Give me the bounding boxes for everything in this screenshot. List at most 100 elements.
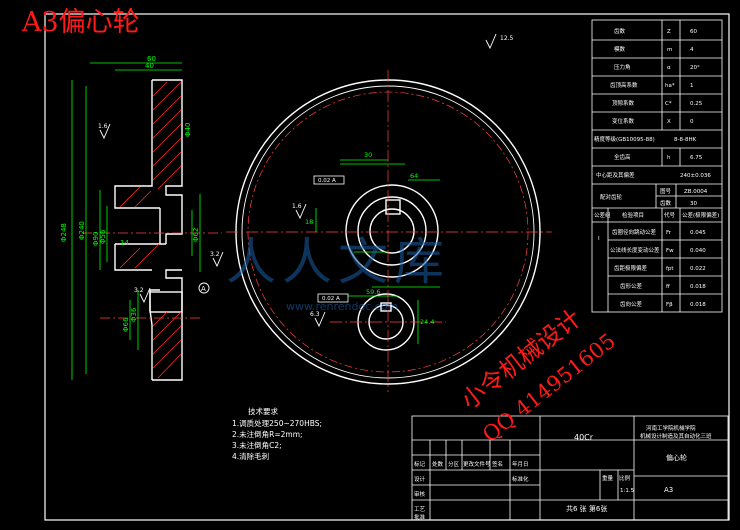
roughness-value: 3.2 [210, 251, 220, 258]
tolerance-text: 0.02 A [322, 296, 340, 302]
dim-text: Φ248 [60, 223, 68, 242]
center-distance-value: 240±0.036 [680, 173, 711, 179]
front-dimension-texts: 30 64 18 59.6 24.4 [305, 151, 434, 326]
param-value: 4 [690, 47, 694, 53]
tolerance-label: 公差(极限偏差) [682, 211, 719, 219]
tech-item: 3.未注倒角C2; [232, 440, 282, 450]
roughness-value: 12.5 [500, 35, 514, 42]
front-roughness-marks [295, 33, 497, 328]
dim-text: 60 [147, 55, 156, 63]
title-block-texts: 40Cr 河南工学院机械学院 机械设计制造及其自动化三班 偏心轮 标记 处数 分… [414, 424, 712, 521]
check-value: 0.040 [690, 248, 706, 254]
check-symbol: fpt [666, 266, 674, 272]
check-label: 齿向公差 [620, 300, 643, 308]
tech-item: 2.未注倒角R=2mm; [232, 429, 303, 439]
header-cell: 标记 [414, 460, 426, 468]
check-label: 齿圈径向跳动公差 [612, 228, 657, 236]
param-label: 模数 [614, 45, 626, 53]
section-hatching [119, 81, 182, 379]
mating-teeth-label: 齿数 [660, 199, 672, 207]
scale-label: 比例 [619, 474, 631, 482]
front-dimensions [315, 159, 440, 344]
param-symbol: C* [665, 101, 672, 107]
check-symbol: Fβ [666, 302, 673, 308]
roughness-value: 1.6 [292, 203, 302, 210]
param-symbol: ha* [665, 83, 675, 89]
header-cell: 年月日 [512, 460, 529, 468]
mating-part-label: 图号 [660, 187, 672, 195]
check-label: 齿距极限偏差 [614, 264, 648, 272]
check-value: 0.022 [690, 266, 706, 272]
dim-text: 30 [364, 151, 372, 159]
accuracy-label: 精度等级(GB10095-88) [594, 135, 655, 143]
role-cell: 设计 [414, 475, 426, 483]
sheet-title: A3偏心轮 [22, 7, 140, 38]
accuracy-value: 8-8-8HK [674, 137, 697, 143]
param-symbol: m [667, 47, 672, 53]
param-value: 60 [690, 29, 697, 35]
dim-text: 14 [120, 239, 129, 247]
section-centerlines [82, 232, 222, 319]
mating-teeth-value: 30 [690, 201, 697, 207]
param-table-grid [591, 19, 723, 313]
tolerance-text: 0.02 A [318, 178, 336, 184]
check-label: 齿形公差 [620, 282, 643, 290]
mating-part-value: ZB.0004 [684, 189, 708, 195]
check-symbol: Fr [666, 230, 672, 236]
dim-text: Φ240 [78, 221, 86, 240]
check-value: 0.045 [690, 230, 706, 236]
tech-item: 1.调质处理250~270HBS; [232, 418, 322, 428]
dim-text: 24.4 [420, 318, 434, 326]
dim-text: 59.6 [366, 288, 380, 296]
dim-text: Φ40 [184, 123, 192, 137]
material-text: 40Cr [574, 433, 594, 442]
center-distance-label: 中心距及其偏差 [596, 171, 635, 179]
title-block-grid [411, 415, 729, 521]
section-roughness-marks [99, 123, 224, 304]
watermark-logo: 人人文库 [226, 233, 450, 291]
sheet-border [44, 13, 730, 521]
param-label: 齿数 [614, 27, 626, 35]
roughness-value: 6.3 [310, 311, 320, 318]
datum-symbol [198, 282, 210, 294]
check-item-label: 检验项目 [622, 211, 644, 219]
part-name: 偏心轮 [666, 453, 687, 462]
role-cell: 工艺 [414, 506, 426, 513]
section-view [114, 79, 183, 381]
param-symbol: X [667, 119, 671, 125]
sheet-info: 共6 张 第6张 [566, 504, 607, 513]
scale-value: 1:1.5 [620, 488, 635, 494]
tolerance-frame-texts: 0.02 A 0.02 A [318, 178, 340, 302]
tolerance-frames [313, 175, 349, 303]
group-value: I [598, 236, 600, 242]
roughness-value: 3.2 [134, 287, 144, 294]
param-value: 20° [690, 65, 700, 71]
check-symbol: ff [666, 284, 670, 290]
datum-label: A [201, 285, 206, 293]
param-symbol: Z [667, 29, 671, 35]
param-table-texts: 齿数 Z 60 模数 m 4 压力角 α 20° 齿顶高系数 ha* 1 顶隙系… [594, 27, 719, 308]
weight-label: 重量 [602, 474, 614, 482]
section-roughness-values: 1.6 3.2 3.2 [98, 123, 220, 294]
watermark-url: www.renrendoc.com [286, 300, 399, 313]
school-line2: 机械设计制造及其自动化三班 [640, 432, 712, 440]
mating-label: 配对齿轮 [600, 193, 623, 201]
dim-text: Φ62 [192, 228, 200, 242]
check-value: 0.018 [690, 302, 706, 308]
param-symbol: α [667, 65, 671, 71]
header-cell: 签名 [492, 460, 503, 468]
group-label: 公差组 [594, 211, 611, 219]
front-centerlines [226, 70, 552, 392]
dim-text: 18 [305, 218, 313, 226]
dim-text: Φ90 [92, 232, 100, 246]
tooth-height-label: 全齿高 [614, 153, 631, 161]
dim-text: Φ66 [122, 317, 130, 332]
sheet-size: A3 [664, 486, 673, 494]
dim-text: Φ56 [99, 229, 107, 244]
tech-requirements: 技术要求 1.调质处理250~270HBS; 2.未注倒角R=2mm; 3.未注… [232, 406, 322, 461]
section-dimension-texts: 60 40 Φ248 Φ240 Φ90 Φ56 Φ62 14 Φ40 Φ66 Φ… [60, 55, 200, 332]
dim-text: Φ36 [130, 307, 138, 322]
check-label: 公法线长度变动公差 [610, 246, 660, 254]
tech-title: 技术要求 [248, 406, 278, 416]
param-label: 顶隙系数 [612, 99, 635, 107]
